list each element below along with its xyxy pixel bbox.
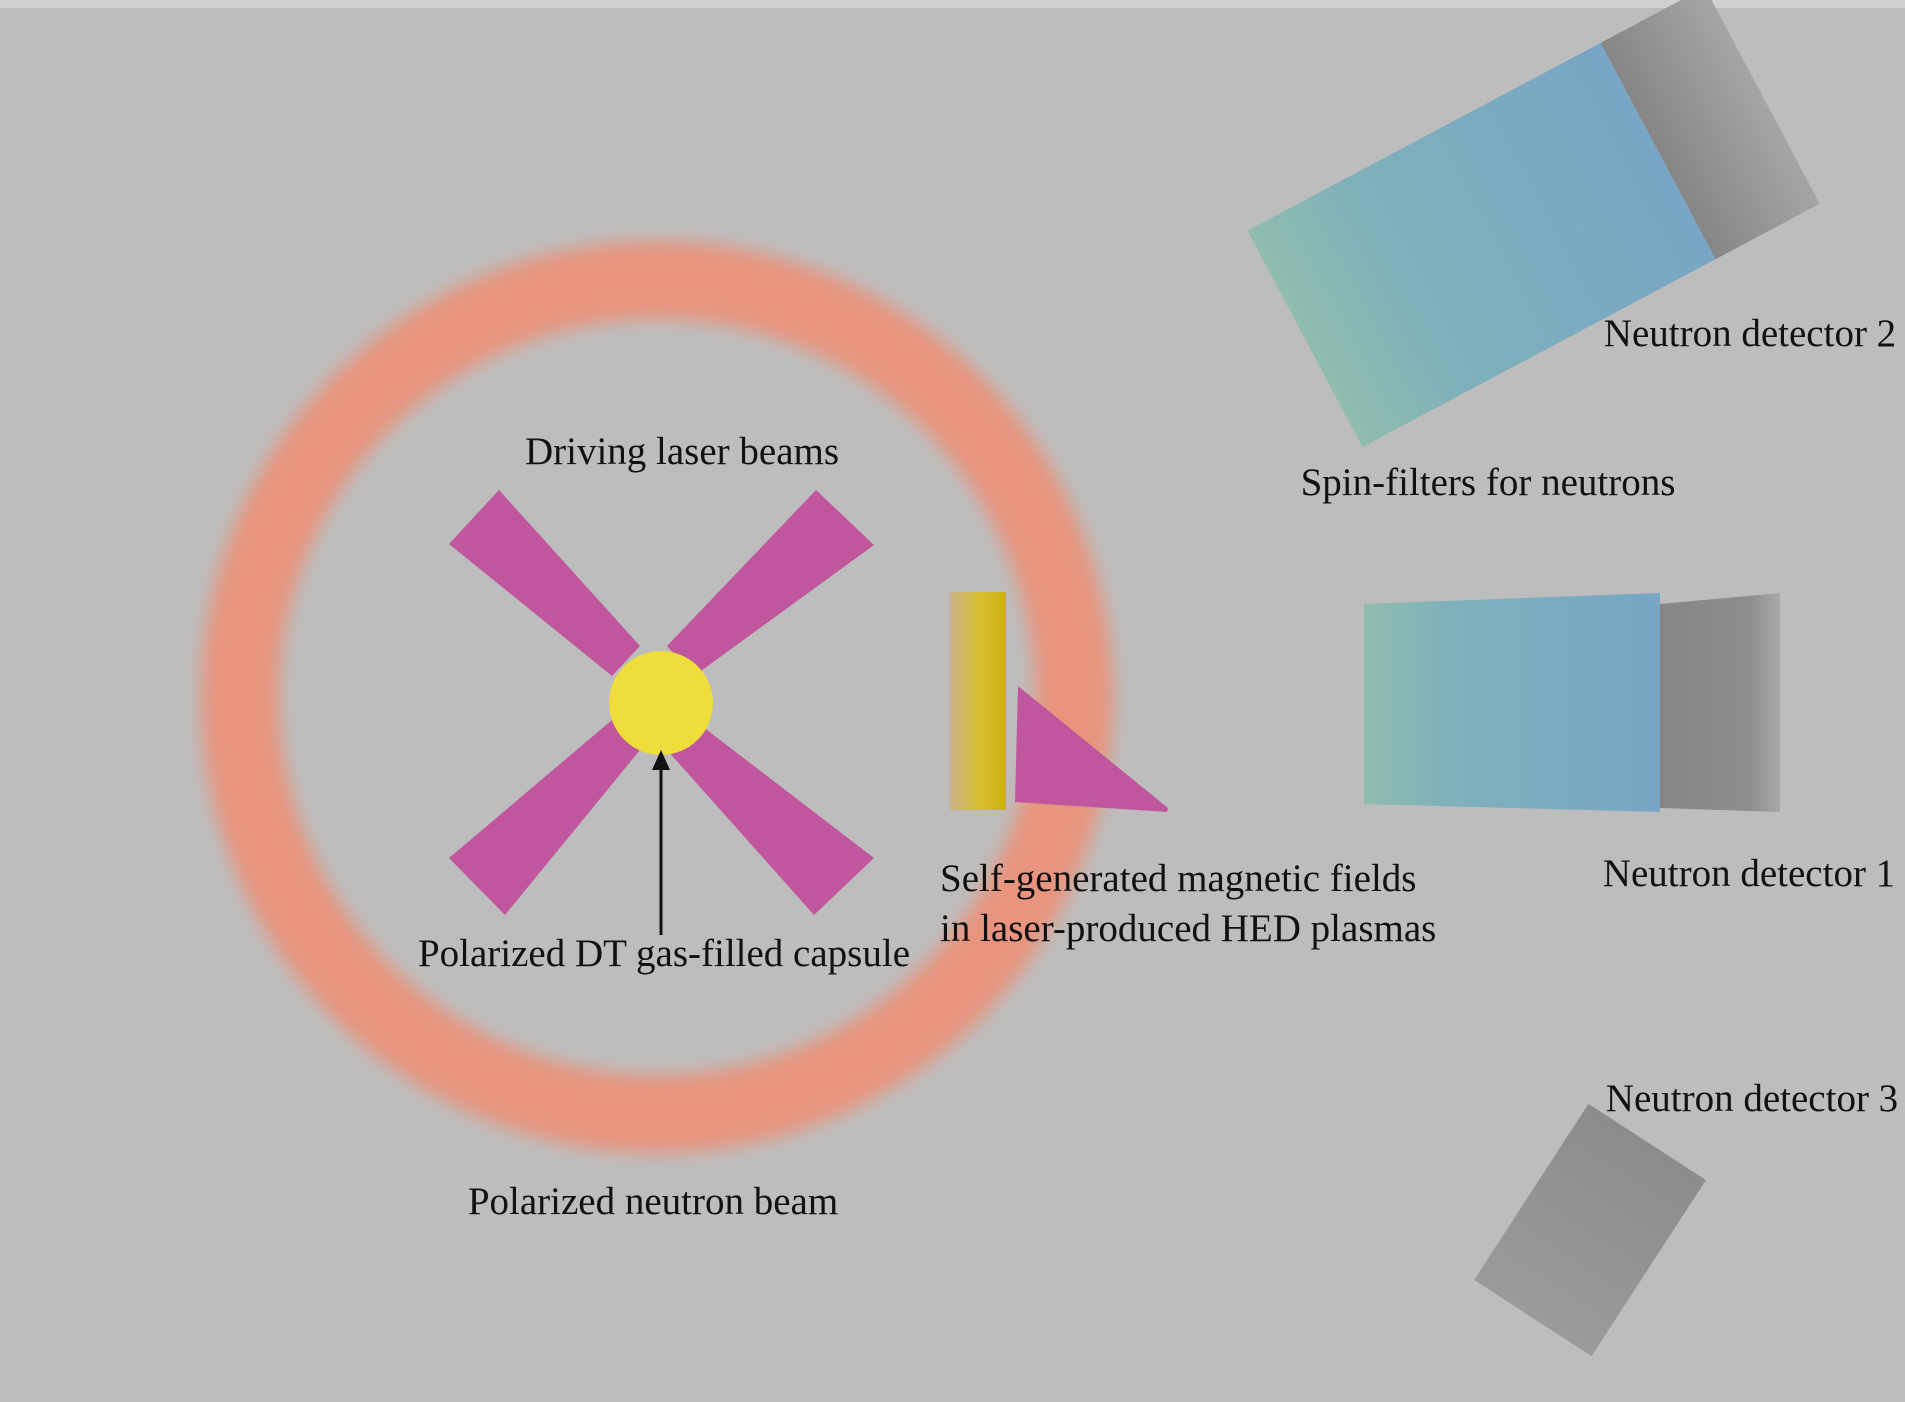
neutron-detector-3-block	[1474, 1103, 1706, 1357]
label-magnetic-fields-line1: Self-generated magnetic fields	[940, 857, 1416, 900]
neutron-detector-2-block	[1600, 0, 1820, 260]
polarized-neutron-beam-ring	[201, 241, 1113, 1153]
label-magnetic-fields-line2: in laser-produced HED plasmas	[940, 907, 1436, 950]
capsule-pointer-arrow	[652, 750, 670, 935]
laser-beam-upper-right	[667, 490, 874, 676]
label-spin-filters: Spin-filters for neutrons	[1301, 461, 1676, 504]
neutron-detector-1-block	[1660, 593, 1780, 812]
driving-laser-beams	[449, 490, 1168, 915]
top-border	[0, 0, 1905, 8]
label-neutron-detector-2: Neutron detector 2	[1604, 312, 1896, 355]
dt-capsule	[609, 651, 713, 755]
label-polarized-neutron-beam: Polarized neutron beam	[468, 1180, 838, 1223]
laser-beam-upper-left	[449, 490, 640, 676]
target-foil	[950, 592, 1006, 810]
label-capsule: Polarized DT gas-filled capsule	[418, 932, 910, 975]
laser-beam-lower-right	[667, 720, 874, 915]
spin-filter-2	[1247, 42, 1716, 447]
detector-1-assembly	[1364, 593, 1780, 812]
label-driving-laser-beams: Driving laser beams	[525, 430, 839, 473]
spin-filter-1	[1364, 593, 1660, 812]
detector-2-assembly	[1247, 0, 1820, 447]
laser-beam-target	[1015, 686, 1168, 812]
label-neutron-detector-1: Neutron detector 1	[1603, 852, 1895, 895]
laser-beam-lower-left	[449, 720, 640, 915]
label-neutron-detector-3: Neutron detector 3	[1606, 1077, 1898, 1120]
